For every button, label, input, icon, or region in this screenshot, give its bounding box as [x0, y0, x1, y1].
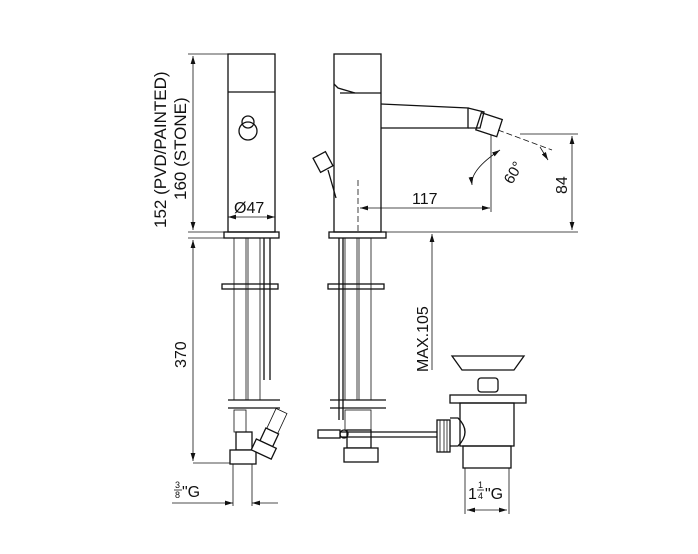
- spout-reach-label: 117: [412, 191, 438, 208]
- hose-left: [233, 237, 247, 401]
- front-view: [221, 53, 288, 465]
- height-dimension: 152 (PVD/PAINTED) 160 (STONE): [151, 53, 228, 233]
- hose-thread-den: 8: [175, 490, 180, 500]
- hose-thread-num: 3: [175, 480, 180, 490]
- max-deck-label: MAX.105: [415, 306, 432, 372]
- waste-thread-num: 1: [478, 480, 483, 490]
- side-view: [312, 53, 504, 463]
- drain-knob: [436, 419, 451, 453]
- pop-up-rod-knob: [312, 150, 334, 174]
- height-pvd-label: 152 (PVD/PAINTED): [151, 71, 170, 228]
- waste-thread-whole: 1: [468, 486, 477, 503]
- diameter-label: Ø47: [234, 200, 264, 217]
- max-deck-dimension: MAX.105: [415, 234, 435, 372]
- spout-height-dimension: 84: [386, 133, 578, 233]
- spout-angle-label: 60°: [501, 159, 527, 187]
- height-stone-label: 160 (STONE): [171, 97, 190, 200]
- lever-knob: [238, 121, 258, 141]
- spout-reach-dimension: 117: [357, 135, 492, 232]
- hose-length-label: 370: [173, 341, 190, 368]
- spout-angle-dimension: 60°: [468, 129, 553, 187]
- spout-nozzle: [474, 111, 504, 138]
- spout-height-label: 84: [554, 176, 571, 194]
- base-plate: [223, 231, 280, 239]
- hose-thread-dimension: 3 8 "G: [172, 464, 278, 506]
- pop-up-rod-end: [317, 429, 341, 439]
- spout: [380, 103, 469, 129]
- hose-right: [247, 237, 261, 401]
- waste-drain: [436, 355, 527, 469]
- hose-length-dimension: 370: [173, 237, 230, 464]
- diameter-dimension: Ø47: [228, 200, 275, 220]
- waste-thread-den: 4: [478, 491, 483, 501]
- hose-thread-label: "G: [182, 484, 200, 501]
- waste-thread-dimension: 1 1 4 "G: [464, 468, 510, 514]
- lever-pivot-icon: [241, 115, 255, 129]
- waste-thread-label: "G: [485, 486, 503, 503]
